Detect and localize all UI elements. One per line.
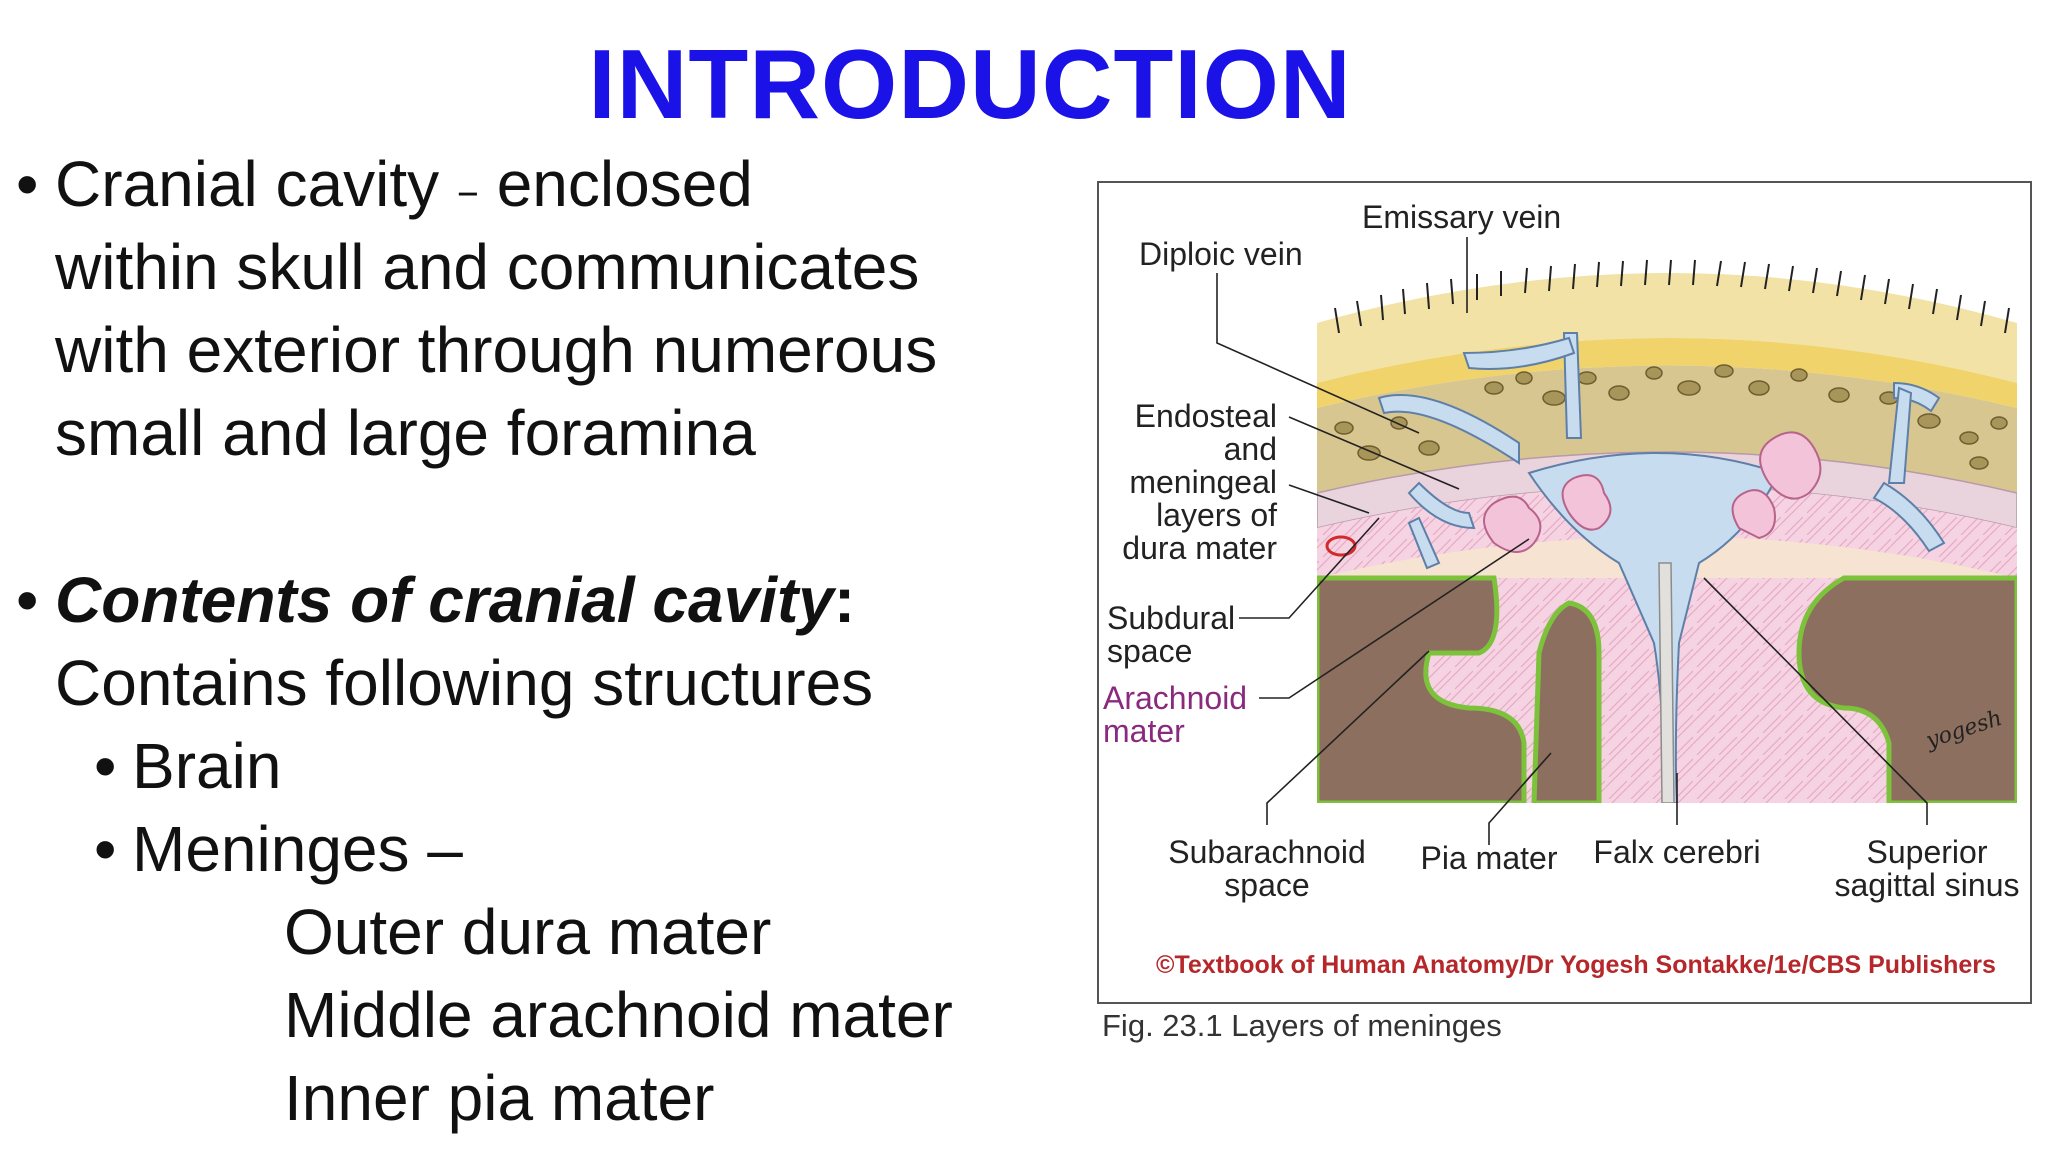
label-dura-mater: dura mater (1122, 530, 1277, 566)
label-emissary-vein: Emissary vein (1362, 199, 1561, 235)
sub-bullet-meninges: Meninges – (132, 813, 463, 885)
label-diploic-vein: Diploic vein (1139, 236, 1303, 272)
venous-structures (1377, 332, 1946, 803)
bullet-1-line-1: Cranial cavity – enclosed (55, 143, 753, 233)
label-subarachnoid: Subarachnoid (1168, 834, 1365, 870)
sub-bullet-brain: Brain (132, 730, 282, 802)
label-superior: Superior (1867, 834, 1988, 870)
bullet-2-heading-line: Contents of cranial cavity: (55, 559, 855, 642)
sub-bullet-marker: • (94, 813, 117, 885)
label-meningeal: meningeal (1129, 464, 1277, 500)
label-falx-cerebri: Falx cerebri (1593, 834, 1760, 870)
bullet-1-line-3: with exterior through numerous (55, 314, 938, 386)
falx-cerebri (1658, 562, 1675, 803)
label-layers-of: layers of (1156, 497, 1277, 533)
label-endosteal: Endosteal (1135, 398, 1277, 434)
brain-left-hemisphere (1317, 575, 1527, 803)
diploe-spaces (1334, 364, 2008, 470)
label-arachnoid-mater: mater (1103, 713, 1185, 749)
label-subarachnoid-space: space (1224, 867, 1309, 903)
layer-outer-dura: Outer dura mater (284, 896, 772, 968)
bullet-1-dash: – (456, 166, 479, 217)
brain-right-hemisphere (1796, 575, 2017, 803)
sub-bullet-marker: • (94, 730, 117, 802)
label-subdural: Subdural (1107, 600, 1235, 636)
arachnoid-granulations (1483, 431, 1822, 553)
label-arachnoid: Arachnoid (1103, 680, 1247, 716)
label-pia-mater: Pia mater (1421, 840, 1558, 876)
leader-lines (1216, 237, 1928, 845)
vessel-oval (1325, 535, 1357, 557)
label-sagittal-sinus: sagittal sinus (1835, 867, 2020, 903)
bullet-1-line-2: within skull and communicates (55, 231, 920, 303)
bullet-2-line-2: Contains following structures (55, 647, 874, 719)
bullet-1-rest: enclosed (496, 148, 753, 220)
scalp-hairs (1334, 259, 2010, 334)
layer-inner-pia: Inner pia mater (284, 1062, 715, 1134)
label-and: and (1224, 431, 1277, 467)
figure-caption: Fig. 23.1 Layers of meninges (1102, 1008, 1502, 1043)
bullet-marker: • (16, 148, 39, 220)
bullet-2-heading: Contents of cranial cavity (55, 564, 834, 636)
scalp-layer (1317, 273, 2017, 383)
brain-left-gyrus (1531, 600, 1602, 803)
label-subdural-space: space (1107, 633, 1192, 669)
layer-middle-arachnoid: Middle arachnoid mater (284, 979, 953, 1051)
bullet-1-line-4: small and large foramina (55, 397, 756, 469)
meninges-diagram: Emissary vein Diploic vein Endosteal and… (1103, 199, 2020, 979)
bullet-marker: • (16, 564, 39, 636)
copyright-notice: ©Textbook of Human Anatomy/Dr Yogesh Son… (1156, 951, 1996, 979)
bullet-1-term: Cranial cavity (55, 148, 440, 220)
illustration-body (1317, 259, 2017, 803)
bullet-2-colon: : (833, 564, 856, 636)
slide-title: INTRODUCTION (588, 29, 1352, 139)
